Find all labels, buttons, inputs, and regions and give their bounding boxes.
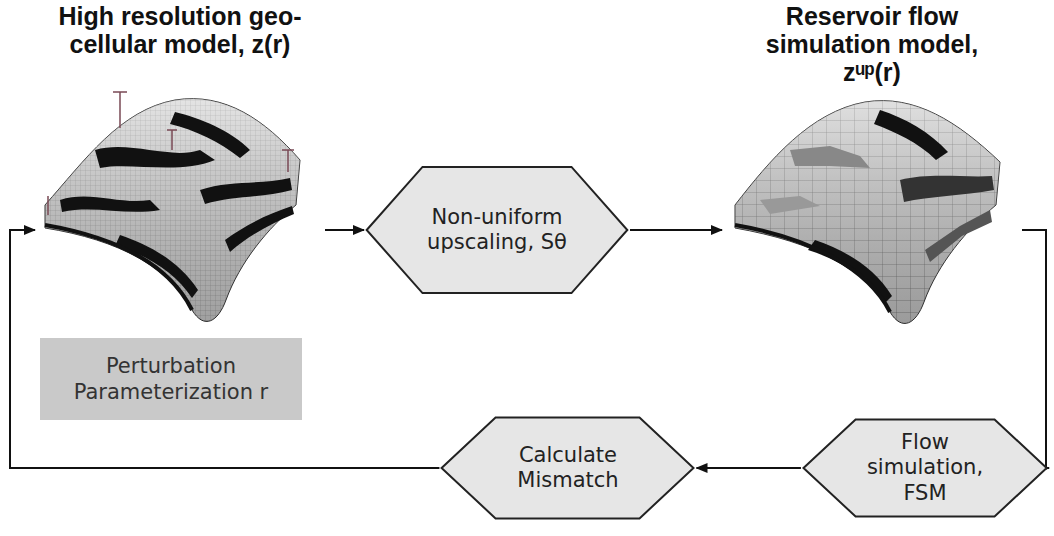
node-label: Non-uniform upscaling, Sθ: [427, 205, 567, 255]
reservoir-model-picture: [735, 101, 1000, 324]
node-label: Perturbation Parameterization r: [51, 353, 291, 406]
process-hexagon: Calculate Mismatch: [439, 416, 696, 520]
flow-arrow: [10, 230, 439, 468]
model-heading-node: Reservoir flow simulation model, zᵘᵖ(r): [722, 2, 1022, 302]
flow-arrow: [630, 229, 722, 231]
process-hexagon: Flow simulation, FSM: [801, 418, 1049, 518]
model-heading-node: High resolution geo-cellular model, z(r): [35, 2, 325, 245]
model-title: Reservoir flow simulation model, zᵘᵖ(r): [735, 2, 1010, 86]
node-label: Calculate Mismatch: [500, 443, 635, 493]
flow-arrow: [1022, 230, 1049, 468]
parameterization-box: Perturbation Parameterization r: [40, 338, 302, 420]
geo-cellular-model-picture: [45, 92, 300, 321]
flow-arrow: [325, 229, 364, 231]
model-title: High resolution geo-cellular model, z(r): [48, 2, 313, 58]
node-label: Flow simulation, FSM: [860, 430, 990, 506]
flow-arrow: [697, 467, 801, 469]
process-hexagon: Non-uniform upscaling, Sθ: [364, 165, 630, 295]
